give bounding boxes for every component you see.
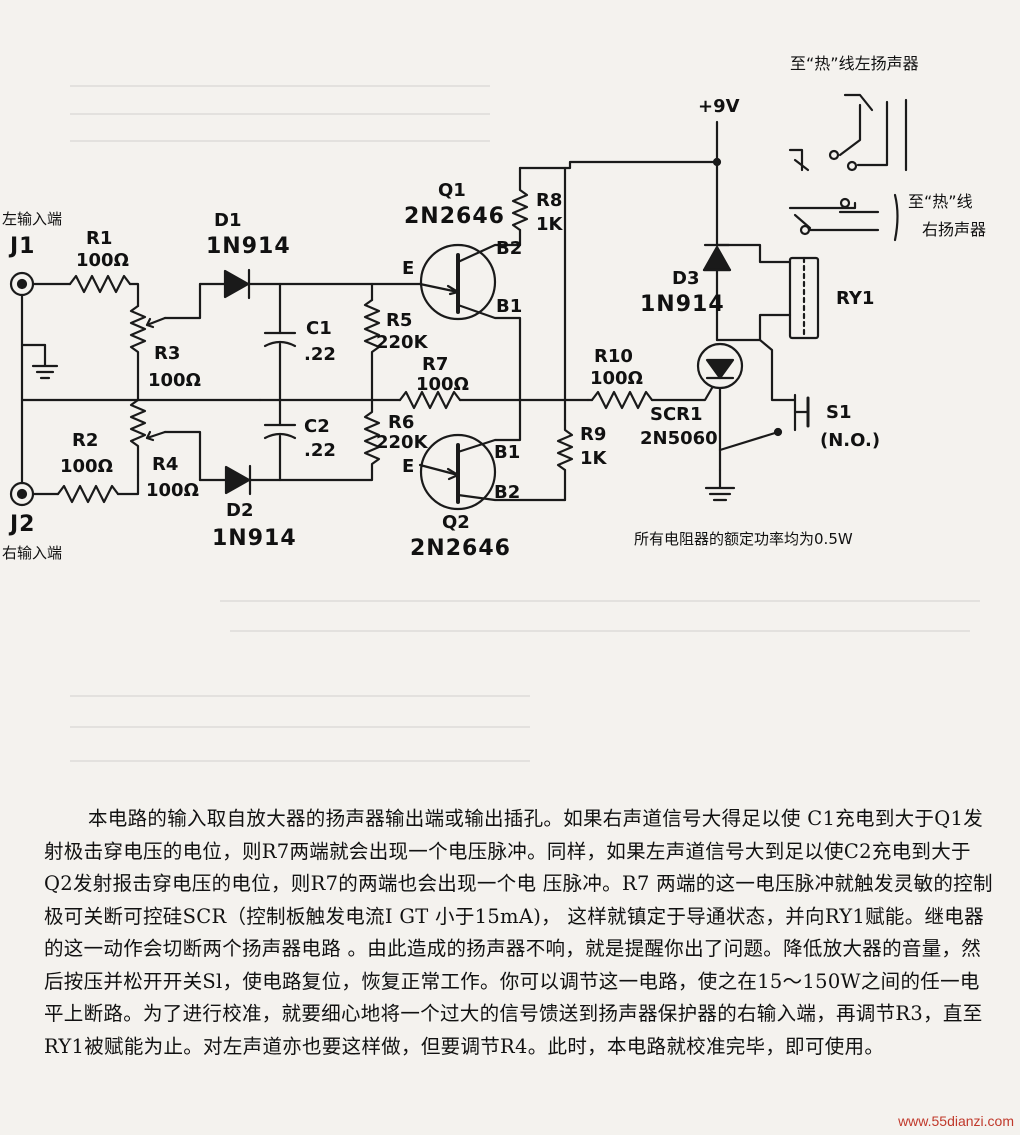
d1-label: D1: [214, 210, 242, 231]
j1-jack-symbol: [9, 271, 35, 297]
j1-label: J1: [10, 234, 36, 259]
r6-value: 220K: [376, 432, 428, 453]
q2-transistor: [418, 398, 567, 511]
q1-b1-label: B1: [496, 296, 523, 317]
r4-value: 100Ω: [146, 480, 199, 501]
r9-value: 1K: [580, 448, 607, 469]
r4-label: R4: [152, 454, 179, 475]
j2-label: J2: [10, 512, 36, 537]
r6-resistor: [363, 398, 381, 472]
q1-b2-label: B2: [496, 238, 523, 259]
r5-label: R5: [386, 310, 413, 331]
r9-label: R9: [580, 424, 607, 445]
q1-value: 2N2646: [404, 204, 505, 229]
right-speaker-label-line1: 至“热”线: [908, 192, 973, 211]
left-input-label: 左输入端: [2, 210, 63, 228]
r4-potentiometer: [129, 398, 147, 477]
q2-value: 2N2646: [410, 536, 511, 561]
left-speaker-label: 至“热”线左扬声器: [790, 54, 919, 73]
r8-resistor: [511, 166, 529, 232]
r7-label: R7: [422, 354, 449, 375]
q1-label: Q1: [438, 180, 466, 201]
q2-b1-label: B1: [494, 442, 521, 463]
r8-label: R8: [536, 190, 563, 211]
r2-value: 100Ω: [60, 456, 113, 477]
c1-label: C1: [306, 318, 332, 339]
d1-diode: [223, 268, 251, 300]
r3-label: R3: [154, 343, 181, 364]
circuit-schematic: [9, 93, 908, 511]
r7-resistor: [398, 390, 462, 410]
r8-value: 1K: [536, 214, 563, 235]
j2-jack-symbol: [9, 481, 35, 507]
scr1-value: 2N5060: [640, 428, 718, 449]
q2-label: Q2: [442, 512, 470, 533]
site-watermark: www.55dianzi.com: [898, 1113, 1014, 1129]
q1-emitter-label: E: [402, 258, 415, 279]
scr1-thyristor: [696, 342, 744, 390]
ry1-label: RY1: [836, 288, 875, 309]
c2-label: C2: [304, 416, 330, 437]
description-paragraph: 本电路的输入取自放大器的扬声器输出端或输出插孔。如果右声道信号大得足以使 C1充…: [44, 807, 993, 1058]
c1-value: .22: [304, 344, 336, 365]
d3-label: D3: [672, 268, 700, 289]
r9-resistor: [556, 418, 574, 472]
c2-capacitor: [263, 423, 297, 440]
q1-transistor: [418, 243, 522, 402]
r10-value: 100Ω: [590, 368, 643, 389]
r3-potentiometer: [129, 304, 147, 402]
d2-value: 1N914: [212, 526, 297, 551]
r6-label: R6: [388, 412, 415, 433]
r5-value: 220K: [376, 332, 428, 353]
right-speaker-label-line2: 右扬声器: [922, 220, 987, 239]
ground-symbol-right: [704, 468, 736, 502]
supply-label: +9V: [698, 96, 740, 117]
d3-diode: [702, 243, 732, 272]
right-input-label: 右输入端: [2, 544, 63, 562]
r1-label: R1: [86, 228, 113, 249]
right-speaker-contacts: [788, 193, 899, 242]
s1-label: S1: [826, 402, 852, 423]
r7-value: 100Ω: [416, 374, 469, 395]
q2-emitter-label: E: [402, 456, 415, 477]
r10-resistor: [590, 390, 654, 410]
left-speaker-contacts: [788, 93, 908, 172]
d2-diode: [224, 464, 252, 496]
r5-resistor: [363, 298, 381, 402]
resistor-rating-note: 所有电阻器的额定功率均为0.5W: [634, 530, 853, 548]
d3-value: 1N914: [640, 292, 725, 317]
d2-label: D2: [226, 500, 254, 521]
s1-switch: [773, 393, 810, 437]
r1-resistor: [68, 274, 132, 294]
s1-note: (N.O.): [820, 430, 881, 451]
r3-value: 100Ω: [148, 370, 201, 391]
r1-value: 100Ω: [76, 250, 129, 271]
q2-b2-label: B2: [494, 482, 521, 503]
ground-symbol-left: [31, 343, 59, 380]
r2-resistor: [56, 484, 120, 504]
d1-value: 1N914: [206, 234, 291, 259]
r10-label: R10: [594, 346, 633, 367]
r2-label: R2: [72, 430, 99, 451]
c1-capacitor: [263, 331, 297, 348]
c2-value: .22: [304, 440, 336, 461]
scr1-label: SCR1: [650, 404, 703, 425]
